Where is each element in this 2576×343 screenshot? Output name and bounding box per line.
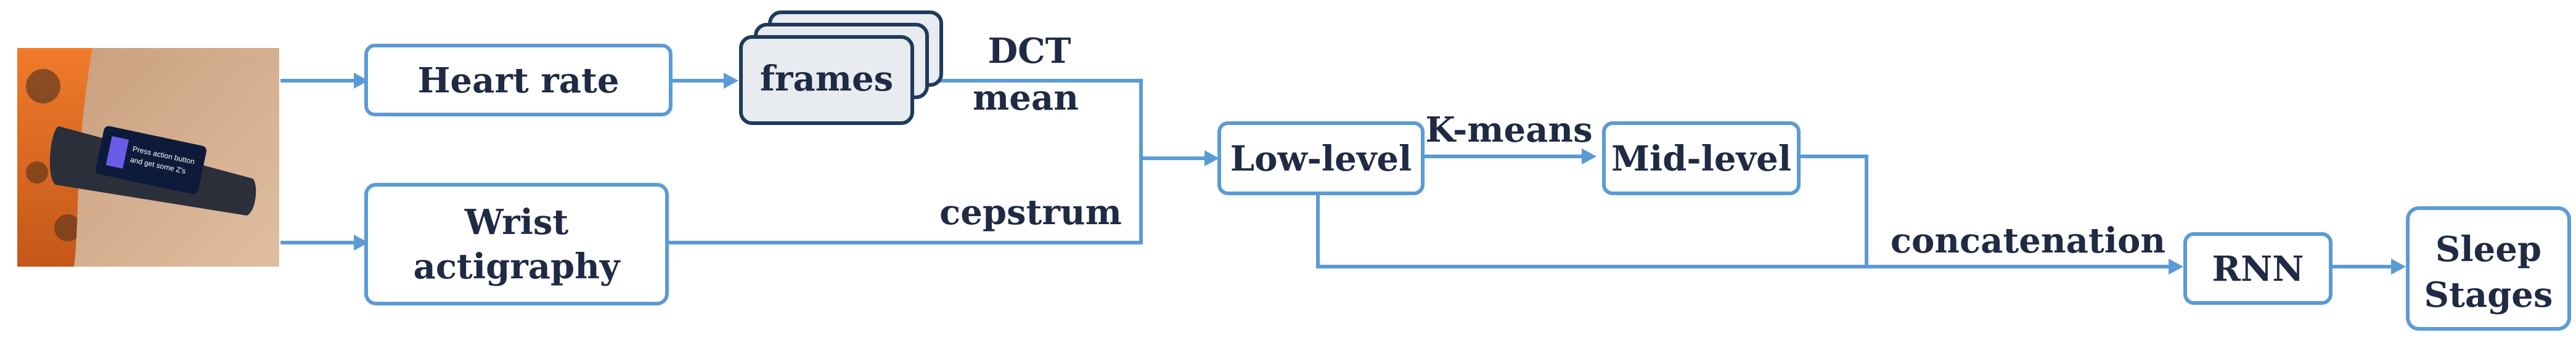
edge-label-dct: DCT — [988, 31, 1071, 71]
wrist-label-line1: Wrist — [464, 202, 569, 243]
frames-label: frames — [760, 59, 893, 99]
edge-label-mean: mean — [973, 78, 1079, 118]
wire-wrist-to-low-level — [667, 158, 1143, 244]
connectors — [280, 73, 2406, 275]
sleep-label-line1: Sleep — [2435, 229, 2541, 270]
edge-label-cepstrum: cepstrum — [939, 192, 1122, 233]
heart-rate-node: Heart rate — [364, 44, 673, 116]
sleep-label-line2: Stages — [2424, 275, 2553, 315]
edge-labels: DCT mean cepstrum K-means concatenation — [939, 31, 2165, 261]
wrist-actigraphy-node: Wrist actigraphy — [364, 183, 669, 305]
sleep-stages-node: Sleep Stages — [2406, 206, 2571, 331]
edge-label-concatenation: concatenation — [1891, 220, 2165, 261]
wire-mid-level-to-rnn — [1795, 155, 1868, 267]
rnn-node: RNN — [2183, 232, 2333, 305]
low-level-label: Low-level — [1230, 139, 1412, 179]
heart-rate-label: Heart rate — [418, 60, 619, 101]
mid-level-node: Mid-level — [1602, 121, 1801, 195]
mid-level-label: Mid-level — [1611, 139, 1791, 179]
rnn-label: RNN — [2212, 249, 2304, 289]
low-level-node: Low-level — [1217, 121, 1425, 195]
wire-low-level-to-rnn — [1316, 195, 2171, 268]
wrist-label-line2: actigraphy — [414, 246, 621, 287]
wire-frames-to-low-level — [925, 79, 1143, 158]
edge-label-kmeans: K-means — [1425, 110, 1592, 150]
wristband-photo: Press action button and get some Z's — [17, 48, 279, 267]
frames-node: frames — [739, 10, 943, 125]
